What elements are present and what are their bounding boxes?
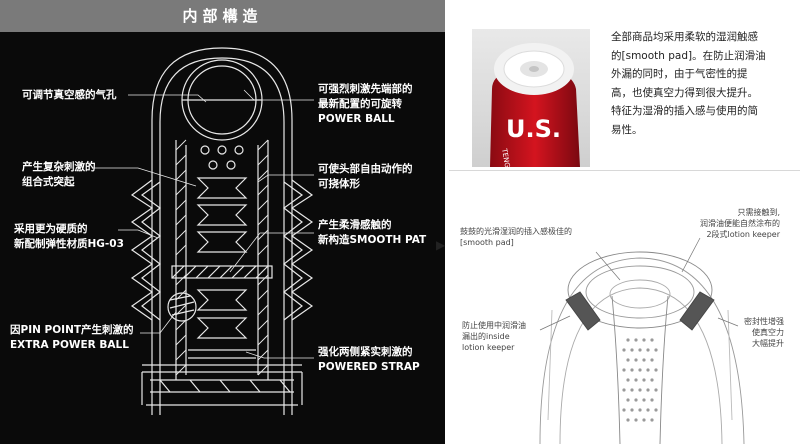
outer-shell xyxy=(151,47,293,415)
label-air-hole: 可调节真空感的气孔 xyxy=(22,89,117,101)
inner-sleeve xyxy=(175,140,269,380)
note-smooth-pad: 鼓鼓的光滑湿润的插入感极佳的[smooth pad] xyxy=(460,227,572,247)
bottom-rim xyxy=(141,364,303,406)
product-photo: U.S. TENGA xyxy=(472,29,590,167)
pad-detail-diagram xyxy=(539,237,745,444)
product-description: 全部商品均采用柔软的湿润触感 的[smooth pad]。在防止润滑油 外漏的同… xyxy=(611,31,766,136)
inner-shell xyxy=(159,57,285,415)
arrow-right-icon: ▶ xyxy=(436,238,446,252)
combo-bumps xyxy=(196,177,248,199)
note-airtight-vacuum: 密封性增强使真空力大幅提升 xyxy=(744,317,784,348)
extra-power-ball xyxy=(167,292,197,322)
panel-header: 内部構造 xyxy=(0,0,445,32)
smooth-pat-band xyxy=(171,265,273,279)
structure-panel: 内部構造 xyxy=(0,0,445,444)
cap-side-text: TENGA xyxy=(500,147,512,167)
cap-text: U.S. xyxy=(506,115,561,143)
label-smooth-pat: 产生柔滑感触的新构造SMOOTH PAT xyxy=(318,219,427,246)
label-hg03-material: 采用更为硬质的新配制弹性材质HG-03 xyxy=(14,223,124,250)
label-flexible-body: 可使头部自由动作的可挠体形 xyxy=(318,163,413,190)
cross-section-drawing xyxy=(92,47,314,415)
left-ribs xyxy=(130,179,154,321)
section-divider xyxy=(449,170,800,171)
right-ribs xyxy=(290,179,314,321)
powered-strap xyxy=(188,349,256,359)
panel-title: 内部構造 xyxy=(182,7,263,25)
label-combo-bumps: 产生复杂刺激的组合式突起 xyxy=(22,161,96,188)
